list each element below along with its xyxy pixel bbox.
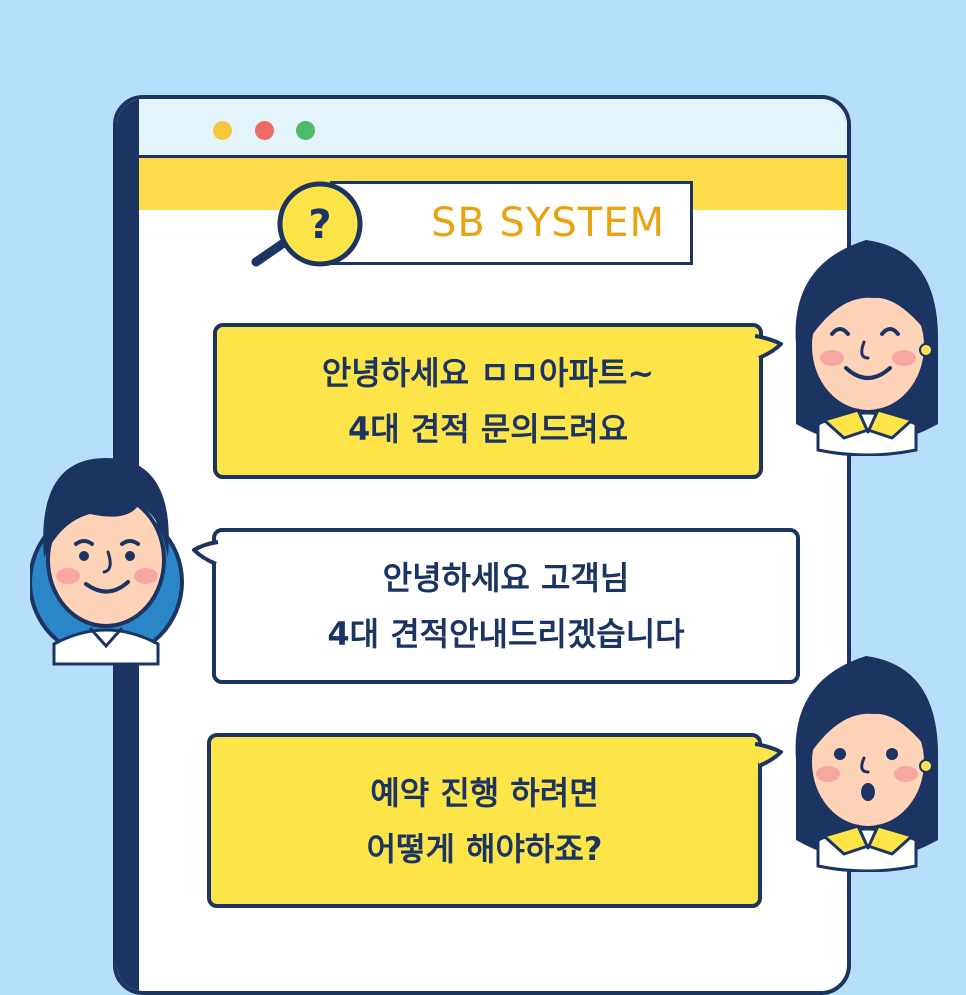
message-bubble-customer-1: 안녕하세요 ㅁㅁ아파트~ 4대 견적 문의드려요 — [213, 323, 763, 479]
magnifier-icon: ? — [251, 181, 363, 267]
woman-avatar — [795, 240, 939, 456]
message-bubble-customer-2: 예약 진행 하려면 어떻게 해야하죠? — [207, 733, 762, 908]
message-line: 예약 진행 하려면 — [370, 773, 599, 812]
window-titlebar — [139, 99, 847, 158]
logo-banner: SB SYSTEM — [330, 181, 693, 265]
question-icon: ? — [308, 202, 331, 248]
minimize-dot[interactable] — [213, 121, 232, 140]
man-avatar — [30, 458, 184, 666]
bubble-tail — [755, 334, 783, 360]
bubble-tail — [755, 742, 783, 768]
bubble-tail — [192, 540, 219, 566]
message-line: 어떻게 해야하죠? — [366, 829, 603, 868]
message-line: 4대 견적안내드리겠습니다 — [327, 615, 685, 653]
logo-text: SB SYSTEM — [431, 200, 665, 246]
woman-avatar-surprised — [795, 656, 939, 872]
message-bubble-agent: 안녕하세요 고객님 4대 견적안내드리겠습니다 — [212, 528, 800, 684]
message-line: 안녕하세요 ㅁㅁ아파트~ — [321, 354, 655, 392]
message-line: 안녕하세요 고객님 — [382, 559, 630, 597]
close-dot[interactable] — [255, 121, 274, 140]
message-line: 4대 견적 문의드려요 — [347, 410, 629, 448]
maximize-dot[interactable] — [296, 121, 315, 140]
canvas: { "brand": { "logo_text": "SB SYSTEM", "… — [30, 95, 939, 995]
